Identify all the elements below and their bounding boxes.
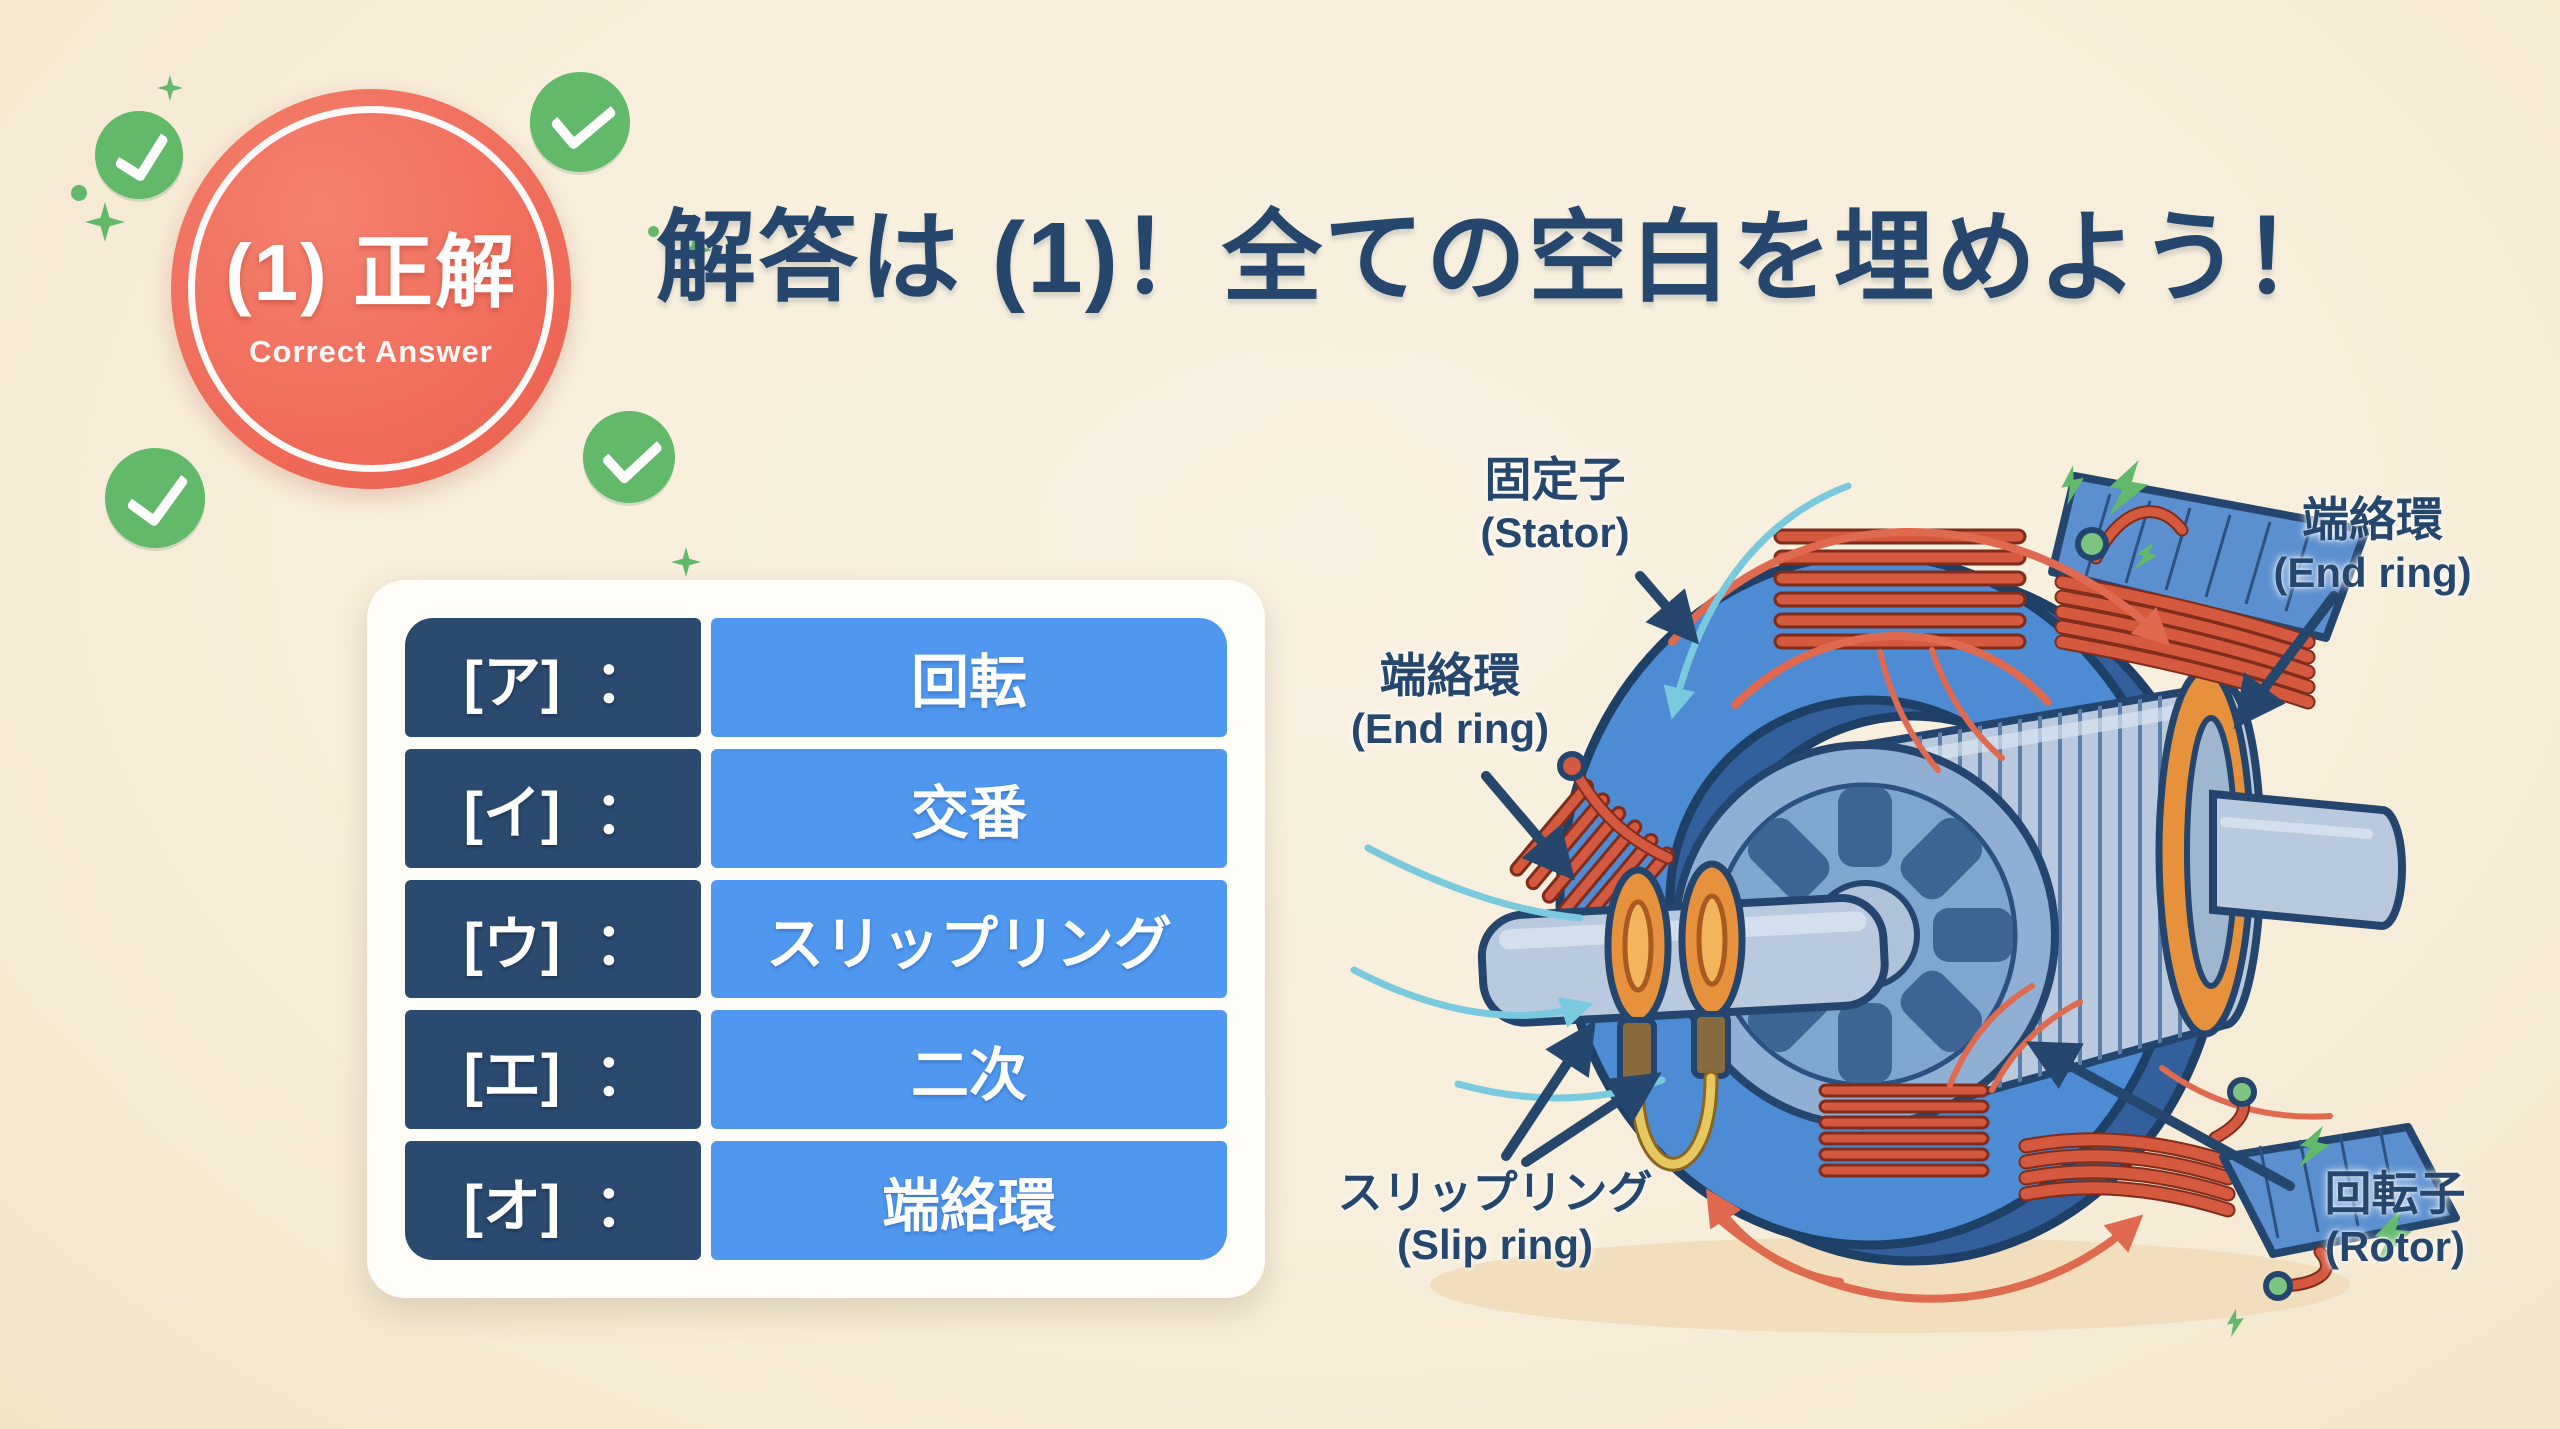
terminal-pin [2263,1271,2293,1301]
answer-value-cell: 端絡環 [711,1141,1227,1260]
answer-row: [ア] ： 回転 [405,618,1227,737]
motor-illustration [1350,456,2460,1338]
end-ring-right-arrow [2233,591,2339,730]
check-icon [523,65,637,179]
rotor-label: 回転子 (Rotor) [2270,1166,2520,1273]
terminal-pin [2227,1077,2257,1107]
answer-key: [エ] [463,1042,561,1108]
badge-subtitle: Correct Answer [249,334,493,369]
answer-key-cell: [ア] ： [405,618,701,737]
answer-key-cell: [エ] ： [405,1010,701,1130]
colon-separator: ： [594,911,653,977]
answer-key: [ア] [463,650,561,716]
terminal-pin [2075,527,2109,561]
dot-decoration [648,226,659,237]
answer-row: [オ] ： 端絡環 [405,1141,1227,1260]
end-ring-right-label: 端絡環 (End ring) [2205,492,2540,599]
stator-arrow [1635,571,1700,645]
sparkle-icon [671,547,701,577]
stator-coil-bottom [1818,1083,1990,1178]
end-ring-left-label-jp: 端絡環 [1379,649,1521,702]
check-icon [88,104,190,206]
answer-key: [オ] [463,1173,561,1239]
slip-ring-arrow [1521,1072,1662,1167]
shaft-right [2209,789,2406,931]
slip-ring-label-jp: スリップリング [1337,1167,1653,1218]
slip-ring-arrow [1501,1020,1596,1161]
answer-key: [イ] [463,781,561,847]
answer-key-cell: [オ] ： [405,1141,701,1260]
stator-label-jp: 固定子 [1484,453,1626,506]
field-lines-cyan [1350,482,1852,1102]
page-title: 解答は (1)！全ての空白を埋めよう！ [656,202,2344,314]
field-lines-red [1668,527,2333,1303]
slip-ring-label-en: (Slip ring) [1397,1221,1593,1268]
answer-value-cell: 交番 [711,748,1227,868]
lead-wires [1557,505,2333,1301]
answer-key-cell: [ウ] ： [405,879,701,999]
end-ring-right-label-en: (End ring) [2273,549,2472,597]
rotor-label-en: (Rotor) [2325,1223,2465,1271]
label-arrows [1481,571,2339,1191]
dot-decoration [71,185,87,201]
check-icon [100,443,210,553]
correct-answer-badge: (1) 正解 Correct Answer [171,89,571,489]
sparkle-icon [85,202,125,242]
sparkle-icon [157,75,183,101]
answer-key: [ウ] [463,911,561,977]
rotor-label-jp: 回転子 [2324,1167,2466,1220]
stator-label: 固定子 (Stator) [1400,452,1710,559]
rotor-arrow [2025,1041,2295,1191]
terminal-pin [1557,751,1587,781]
answer-row: [ウ] ： スリップリング [405,879,1227,999]
ground-shadow [1430,1237,2350,1333]
end-ring-left-label: 端絡環 (End ring) [1285,648,1615,755]
answer-row: [エ] ： 二次 [405,1010,1227,1130]
colon-separator: ： [594,1042,653,1108]
colon-separator: ： [594,781,653,847]
answer-row: [イ] ： 交番 [405,748,1227,868]
answer-table: [ア] ： 回転 [イ] ： 交番 [ウ] ： スリップリング [エ] ： 二次 [オ]… [367,580,1265,1298]
answer-value-cell: 回転 [711,618,1227,737]
end-ring-right-label-jp: 端絡環 [2302,493,2443,546]
answer-value-cell: スリップリング [711,879,1227,999]
answer-value-cell: 二次 [711,1010,1227,1130]
end-ring-left-arrow [1481,771,1576,881]
badge-answer-text: (1) 正解 [225,228,517,317]
colon-separator: ： [594,1173,653,1239]
check-icon [579,407,679,507]
colon-separator: ： [594,650,653,716]
stator-label-en: (Stator) [1480,509,1630,557]
stator-pole-bottom-right [2018,1123,2460,1258]
end-ring-left-label-en: (End ring) [1350,705,1550,753]
slip-ring-label: スリップリング (Slip ring) [1320,1166,1670,1270]
answer-key-cell: [イ] ： [405,748,701,868]
